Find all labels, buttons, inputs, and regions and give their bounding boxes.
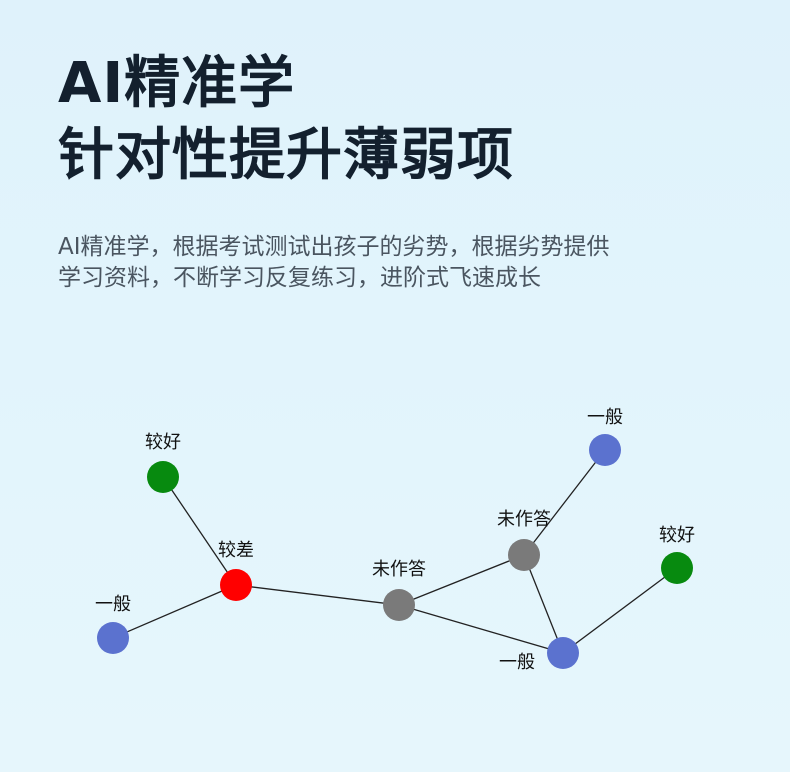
description-line-1: AI精准学，根据考试测试出孩子的劣势，根据劣势提供 bbox=[58, 234, 610, 260]
graph-edge-n5-n7 bbox=[523, 554, 564, 654]
graph-node-label: 未作答 bbox=[372, 559, 426, 580]
graph-edge-n2-n4 bbox=[235, 584, 400, 606]
description: AI精准学，根据考试测试出孩子的劣势，根据劣势提供 学习资料，不断学习反复练习，… bbox=[58, 232, 738, 294]
page-title-line-1: AI精准学 bbox=[58, 51, 296, 116]
graph-node-good bbox=[661, 552, 693, 584]
graph-edge-n2-n3 bbox=[112, 584, 237, 639]
graph-node-good bbox=[147, 461, 179, 493]
graph-edge-n7-n8 bbox=[562, 567, 678, 654]
graph-edge-n4-n5 bbox=[398, 554, 525, 606]
page-title-line-2: 针对性提升薄弱项 bbox=[58, 123, 514, 188]
graph-node-label: 较好 bbox=[659, 525, 695, 546]
graph-node-average bbox=[547, 637, 579, 669]
graph-node-label: 一般 bbox=[499, 652, 535, 673]
graph-node-label: 较差 bbox=[218, 540, 254, 561]
graph-node-poor bbox=[220, 569, 252, 601]
graph-edges bbox=[112, 449, 678, 654]
graph-edge-n1-n2 bbox=[162, 476, 237, 586]
graph-node-average bbox=[589, 434, 621, 466]
graph-node-label: 一般 bbox=[95, 594, 131, 615]
graph-node-label: 较好 bbox=[145, 432, 181, 453]
graph-node-label: 一般 bbox=[587, 407, 623, 428]
description-line-2: 学习资料，不断学习反复练习，进阶式飞速成长 bbox=[58, 265, 541, 291]
graph-node-label: 未作答 bbox=[497, 509, 551, 530]
graph-node-average bbox=[97, 622, 129, 654]
graph-edge-n4-n7 bbox=[398, 604, 564, 654]
graph-node-unanswered bbox=[383, 589, 415, 621]
graph-edge-n5-n6 bbox=[523, 449, 606, 556]
graph-node-unanswered bbox=[508, 539, 540, 571]
